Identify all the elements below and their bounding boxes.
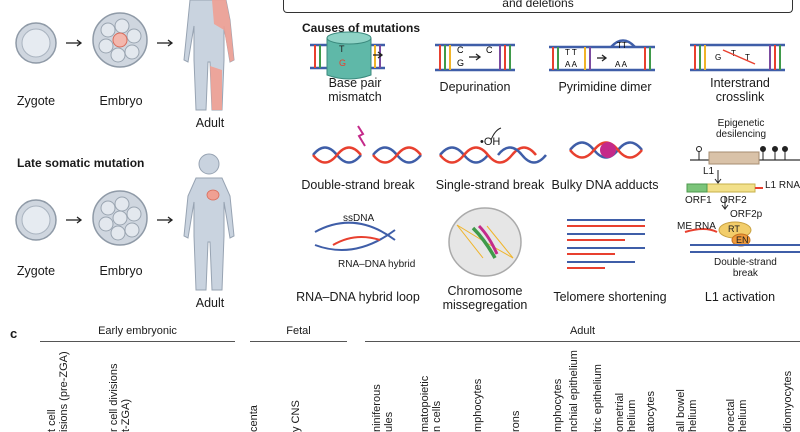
- column-label-13: all bowel helium: [675, 389, 699, 432]
- left-panel-illustrations: [15, 0, 235, 291]
- column-label-6: mphocytes: [472, 378, 484, 432]
- group-fetal: Fetal: [286, 325, 311, 337]
- svg-text:C: C: [486, 45, 493, 55]
- column-label-10: tric epithelium: [592, 364, 604, 432]
- l1-rna-label: L1 RNA: [765, 180, 800, 191]
- column-label-12: atocytes: [645, 391, 657, 432]
- embryo-label-row1: Embryo: [99, 94, 143, 108]
- ssdna-label: ssDNA: [343, 213, 375, 224]
- svg-text:G: G: [457, 58, 464, 68]
- cause-label-base-pair-mismatch: Base pair mismatch: [328, 76, 382, 104]
- orf2p-label: ORF2p: [730, 209, 763, 220]
- zygote-icon-row2: [15, 199, 57, 241]
- column-label-3: y CNS: [290, 400, 302, 432]
- bulky-dna-adducts-icon: [569, 141, 643, 159]
- svg-text:A A: A A: [565, 60, 578, 69]
- epigenetic-desilencing-label: Epigenetic desilencing: [716, 118, 767, 140]
- zygote-label-row2: Zygote: [16, 264, 56, 278]
- rna-dna-hybrid-label: RNA–DNA hybrid: [338, 259, 416, 270]
- l1-activation-icon: [684, 146, 800, 253]
- column-label-14: orectal helium: [725, 398, 749, 432]
- svg-text:TT: TT: [617, 41, 627, 50]
- top-box-text: and deletions: [502, 0, 574, 10]
- cause-label-telomere-shortening: Telomere shortening: [553, 290, 667, 304]
- cause-label-chromosome-missegregation: Chromosome missegregation: [442, 284, 528, 312]
- column-label-4: niniferous ules: [371, 384, 395, 432]
- adult-body-icon-row2: [183, 153, 235, 291]
- embryo-label-row2: Embryo: [99, 264, 143, 278]
- en-label: EN: [736, 235, 749, 245]
- svg-text:T: T: [731, 49, 736, 58]
- fetal-bracket: [250, 341, 347, 342]
- cause-label-depurination: Depurination: [439, 80, 511, 94]
- chromosome-missegregation-icon: [448, 207, 522, 277]
- telomere-shortening-icon: [567, 219, 645, 269]
- causes-illustrations: T G C G C T T: [310, 31, 800, 277]
- rt-label: RT: [728, 224, 740, 234]
- double-strand-break-icon: [312, 125, 422, 164]
- adult-label-row1: Adult: [195, 116, 225, 130]
- group-adult: Adult: [569, 325, 596, 337]
- l1-label: L1: [703, 166, 715, 177]
- cause-label-double-strand-break: Double-strand break: [301, 178, 415, 192]
- adult-body-icon-row1: [183, 0, 235, 111]
- top-box: and deletions: [283, 0, 793, 13]
- cause-label-l1-activation: L1 activation: [704, 290, 776, 304]
- interstrand-crosslink-icon: G T T: [690, 43, 785, 72]
- column-label-11: ometrial helium: [614, 392, 638, 432]
- embryo-icon-row2: [92, 190, 148, 246]
- adult-label-row2: Adult: [195, 296, 225, 310]
- early-embryonic-bracket: [40, 341, 235, 342]
- svg-text:C: C: [457, 45, 464, 55]
- cause-label-bulky-dna-adducts: Bulky DNA adducts: [551, 178, 659, 192]
- column-label-0: t cell isions (pre-ZGA): [46, 351, 70, 432]
- depurination-icon: C G C: [435, 43, 515, 72]
- panel-c-letter: c: [10, 326, 18, 341]
- svg-text:T: T: [745, 53, 750, 62]
- column-label-15: diomyocytes: [782, 370, 794, 432]
- me-rna-label: ME RNA: [677, 221, 716, 232]
- late-somatic-title: Late somatic mutation: [17, 156, 145, 170]
- column-label-1: r cell divisions t-ZGA): [108, 363, 132, 432]
- rna-dna-hybrid-loop-icon: [314, 221, 396, 251]
- column-label-8: mphocytes: [552, 378, 564, 432]
- orf1-label: ORF1: [685, 195, 712, 206]
- svg-text:G: G: [715, 53, 721, 62]
- adult-bracket: [365, 341, 800, 342]
- zygote-icon-row1: [15, 22, 57, 64]
- single-strand-break-icon: [439, 127, 547, 164]
- zygote-label-row1: Zygote: [16, 94, 56, 108]
- hydroxyl-radical-label: •OH: [480, 136, 501, 148]
- cause-label-rna-dna-hybrid-loop: RNA–DNA hybrid loop: [296, 290, 420, 304]
- orf2-label: ORF2: [720, 195, 747, 206]
- cause-label-single-strand-break: Single-strand break: [435, 178, 545, 192]
- column-label-9: nchial epithelium: [568, 350, 580, 432]
- pyrimidine-dimer-icon: T T A A TT A A: [549, 39, 655, 72]
- group-early-embryonic: Early embryonic: [98, 325, 177, 337]
- svg-text:T: T: [339, 44, 345, 54]
- cause-label-interstrand-crosslink: Interstrand crosslink: [710, 76, 770, 104]
- embryo-icon-row1: [92, 12, 148, 68]
- svg-text:A A: A A: [615, 60, 628, 69]
- cause-label-pyrimidine-dimer: Pyrimidine dimer: [558, 80, 652, 94]
- svg-text:T T: T T: [565, 48, 577, 57]
- column-label-5: matopoietic n cells: [419, 375, 443, 432]
- causes-title: Causes of mutations: [302, 21, 421, 35]
- double-strand-break-small-label: Double-strand break: [714, 257, 777, 279]
- base-pair-mismatch-icon: T G: [310, 31, 385, 80]
- svg-text:G: G: [339, 58, 346, 68]
- column-label-7: rons: [510, 410, 522, 432]
